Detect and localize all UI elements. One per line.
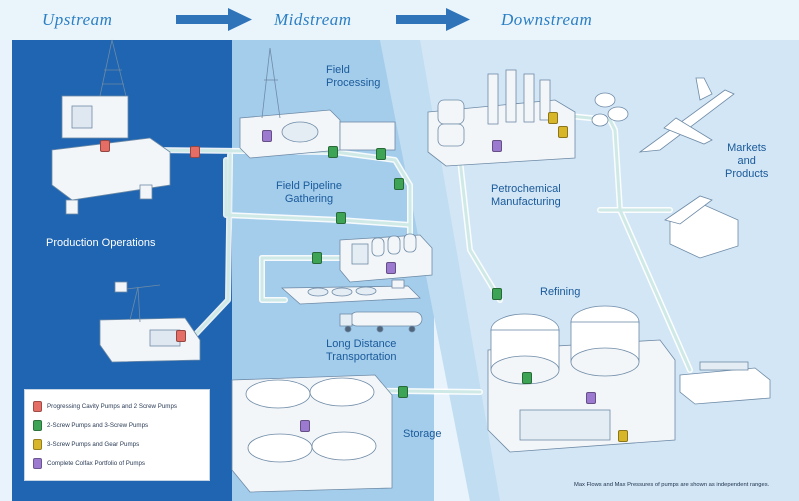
pump-icon (386, 262, 396, 274)
gas-station-illustration (679, 361, 771, 405)
pump-icon (312, 252, 322, 264)
pump-icon (376, 148, 386, 160)
storage-tanks-illustration (231, 374, 393, 493)
products-illustration (591, 92, 629, 127)
header-downstream: Downstream (501, 10, 593, 29)
legend-label: Progressing Cavity Pumps and 2 Screw Pum… (47, 403, 177, 410)
header-upstream: Upstream (42, 10, 113, 29)
refinery-illustration (487, 305, 676, 453)
pump-legend: Progressing Cavity Pumps and 2 Screw Pum… (24, 389, 210, 481)
pump-icon (398, 386, 408, 398)
pump-icon (336, 212, 346, 224)
pump-icon (492, 140, 502, 152)
pump-icon (618, 430, 628, 442)
pump-icon (100, 140, 110, 152)
pump-icon (558, 126, 568, 138)
label-storage: Storage (403, 428, 442, 440)
header-midstream: Midstream (274, 10, 352, 29)
pump-icon (586, 392, 596, 404)
pump-icon (394, 178, 404, 190)
footnote: Max Flows and Max Pressures of pumps are… (574, 482, 770, 488)
tanker-truck-illustration (339, 311, 423, 333)
legend-item: 2-Screw Pumps and 3-Screw Pumps (33, 416, 201, 435)
offshore-platform-illustration (51, 39, 171, 215)
house-illustration (664, 195, 739, 259)
pump-icon (300, 420, 310, 432)
label-refining: Refining (540, 286, 581, 298)
legend-label: 2-Screw Pumps and 3-Screw Pumps (47, 422, 149, 429)
airplane-illustration (638, 77, 735, 153)
pump-icon (190, 146, 200, 158)
gathering-tanks-illustration (339, 233, 433, 283)
legend-item: Progressing Cavity Pumps and 2 Screw Pum… (33, 397, 201, 416)
label-production-operations: Production Operations (46, 237, 156, 249)
pump-icon (492, 288, 502, 300)
petrochemical-plant-illustration (427, 69, 576, 167)
legend-item: Complete Colfax Portfolio of Pumps (33, 454, 201, 473)
pump-icon (262, 130, 272, 142)
pump-swatch-icon (33, 458, 42, 469)
pump-icon (176, 330, 186, 342)
field-processing-plant-illustration (239, 47, 396, 159)
pump-swatch-icon (33, 420, 42, 431)
legend-item: 3-Screw Pumps and Gear Pumps (33, 435, 201, 454)
pump-icon (522, 372, 532, 384)
arrow-upstream-to-midstream (176, 8, 252, 31)
pumpjack-illustration (99, 281, 201, 363)
arrow-midstream-to-downstream (396, 8, 470, 31)
tanker-ship-illustration (280, 279, 421, 305)
legend-label: 3-Screw Pumps and Gear Pumps (47, 441, 140, 448)
pump-icon (328, 146, 338, 158)
legend-label: Complete Colfax Portfolio of Pumps (47, 460, 146, 467)
pump-swatch-icon (33, 439, 42, 450)
pump-swatch-icon (33, 401, 42, 412)
pump-icon (548, 112, 558, 124)
